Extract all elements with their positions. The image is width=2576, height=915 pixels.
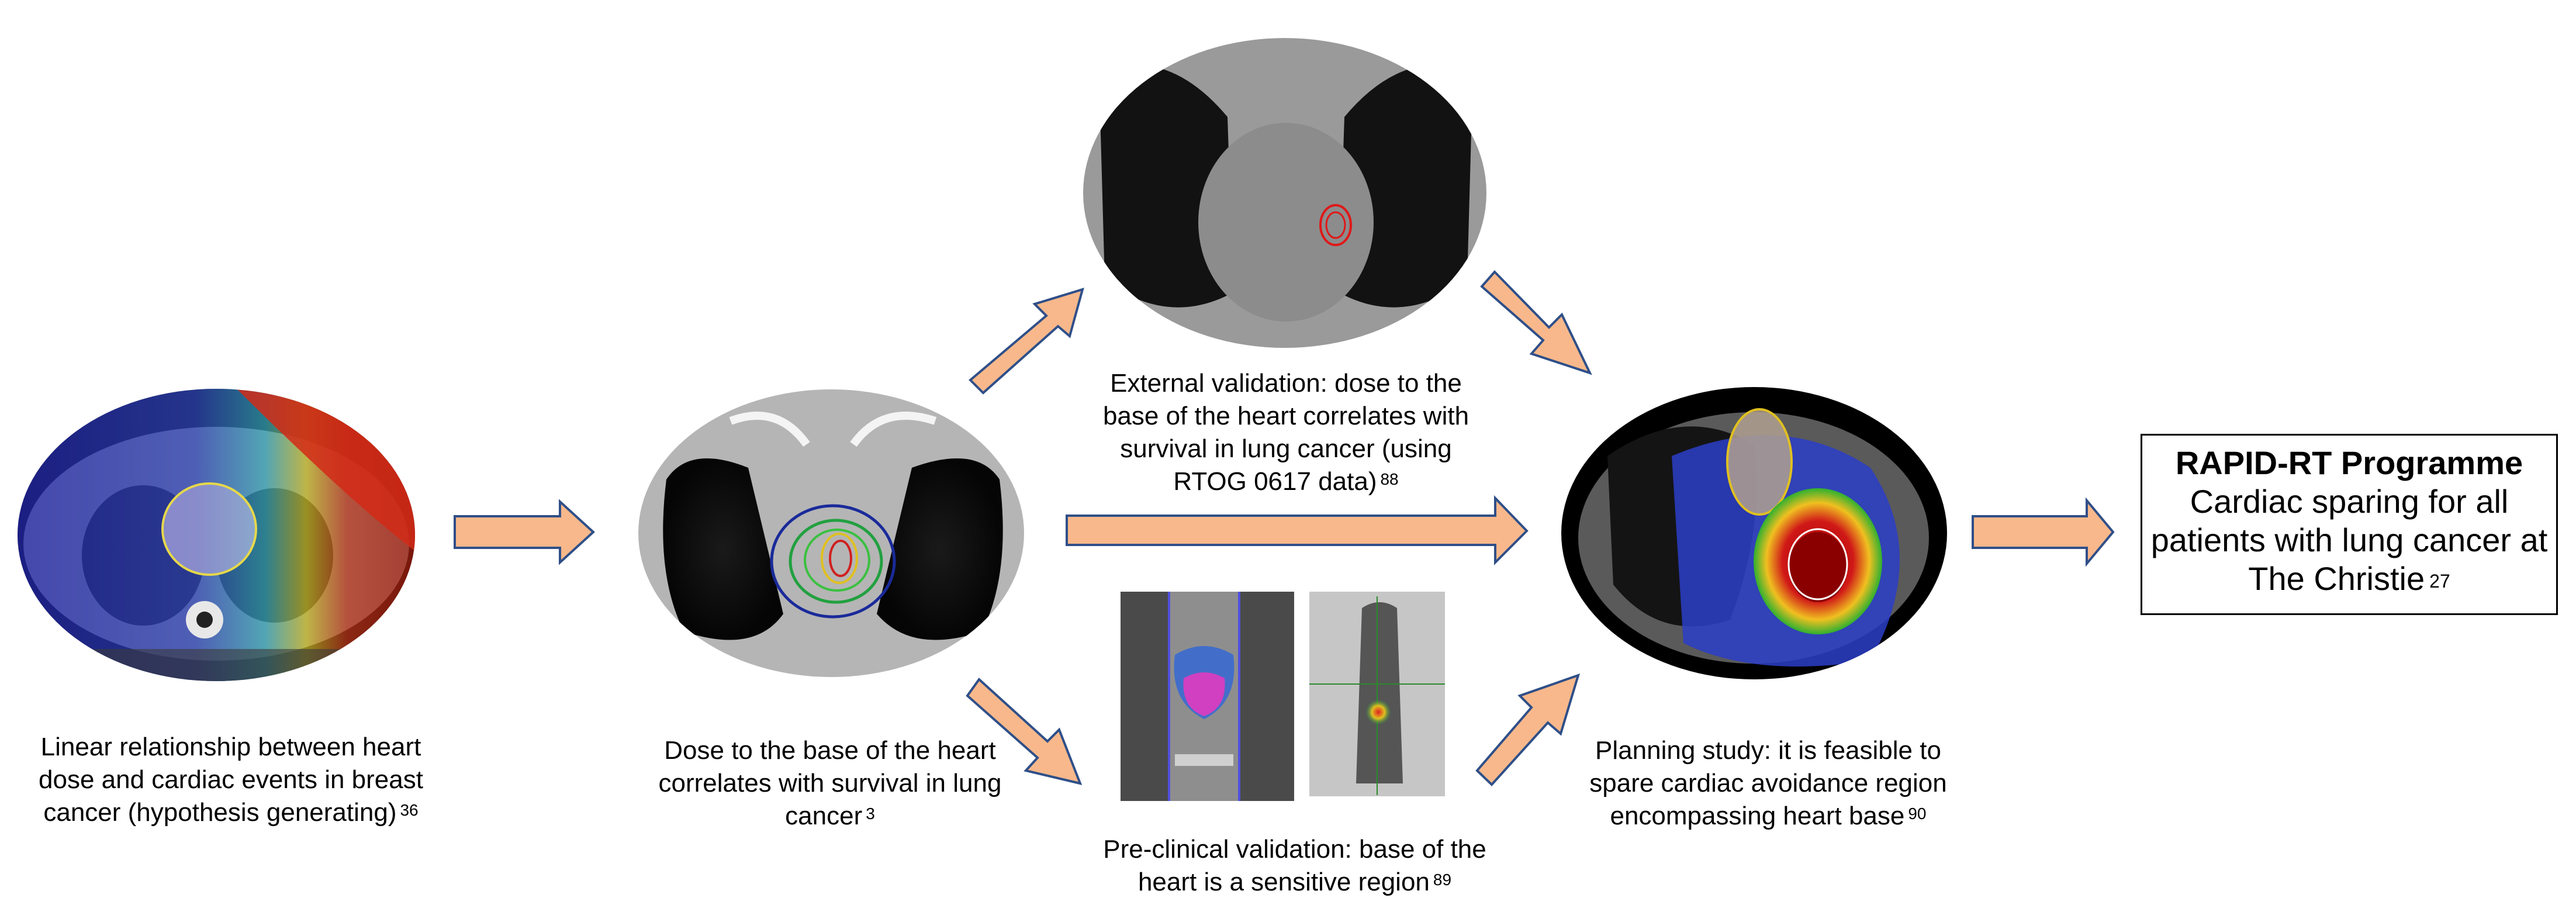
programme-box: RAPID-RT Programme Cardiac sparing for a… [2141,434,2558,615]
arrow-4-to-5 [1475,673,1581,786]
external-validation-ct-image [1083,38,1486,348]
breast-caption-text: Linear relationship between heart dose a… [39,733,423,827]
programme-title: RAPID-RT Programme [2175,444,2523,481]
planning-caption-text: Planning study: it is feasible to spare … [1589,736,1947,830]
arrow-1-to-2 [454,499,595,565]
external-caption: External validation: dose to the base of… [1087,367,1485,498]
programme-description: Cardiac sparing for all patients with lu… [2142,482,2556,598]
breast-ct-image [18,389,415,681]
breast-caption: Linear relationship between heart dose a… [15,731,447,829]
arrow-3-to-5 [1480,270,1592,375]
base-dose-caption-text: Dose to the base of the heart correlates… [658,736,1002,830]
preclinical-caption-ref: 89 [1433,871,1452,889]
arrow-2-to-3 [969,288,1084,395]
planning-study-ct-image [1561,387,1947,679]
arrow-5-to-programme [1972,497,2115,567]
external-caption-ref: 88 [1380,470,1399,488]
programme-ref: 27 [2429,571,2450,592]
heart-base-ct-image [638,389,1024,677]
base-dose-caption: Dose to the base of the heart correlates… [655,734,1005,833]
preclinical-image [1121,592,1445,801]
arrow-2-to-4 [966,678,1083,785]
external-caption-text: External validation: dose to the base of… [1102,369,1469,496]
preclinical-caption-text: Pre-clinical validation: base of the hea… [1103,835,1486,896]
planning-caption-ref: 90 [1908,804,1927,823]
arrow-2-to-5-direct [1066,495,1529,565]
preclinical-caption: Pre-clinical validation: base of the hea… [1081,833,1508,899]
breast-caption-ref: 36 [400,801,419,819]
planning-caption: Planning study: it is feasible to spare … [1567,734,1970,833]
programme-text: Cardiac sparing for all patients with lu… [2150,483,2548,597]
base-dose-caption-ref: 3 [866,804,875,823]
